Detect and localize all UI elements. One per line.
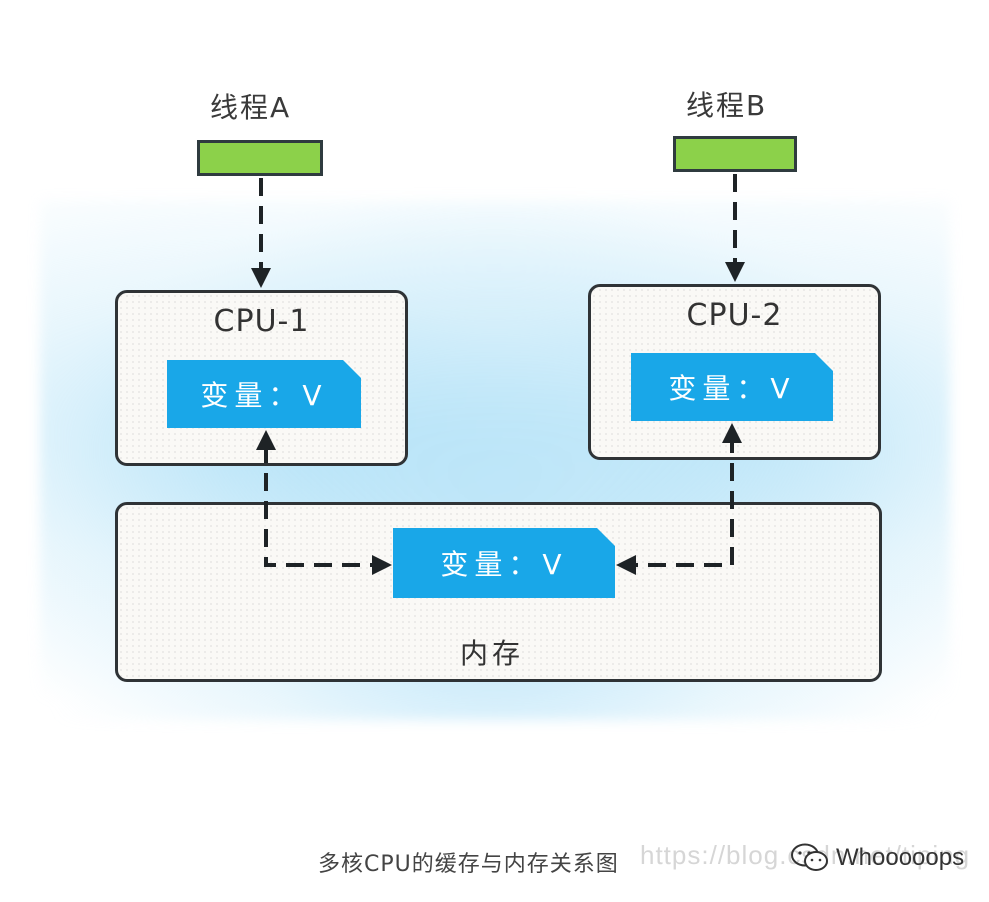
wechat-account-name: Whooooops [836, 844, 965, 871]
thread-a-block [197, 140, 323, 176]
memory-label: 内存 [460, 637, 525, 670]
cpu-1-variable: 变量：V [167, 360, 361, 428]
thread-b-block [673, 136, 797, 172]
cpu-1-title: CPU-1 [213, 304, 310, 339]
arrow-memory-cpu-1 [256, 430, 392, 575]
memory-variable: 变量：V [393, 528, 615, 598]
thread-b-label: 线程B [686, 89, 768, 122]
wechat-watermark: Whooooops [790, 842, 964, 874]
arrow-memory-cpu-2 [616, 423, 742, 575]
cpu-2-variable: 变量：V [631, 353, 833, 421]
wechat-icon [791, 843, 828, 871]
thread-a-label: 线程A [210, 91, 292, 124]
figure-caption: 多核CPU的缓存与内存关系图 [318, 852, 619, 877]
cpu-2-title: CPU-2 [686, 298, 783, 333]
